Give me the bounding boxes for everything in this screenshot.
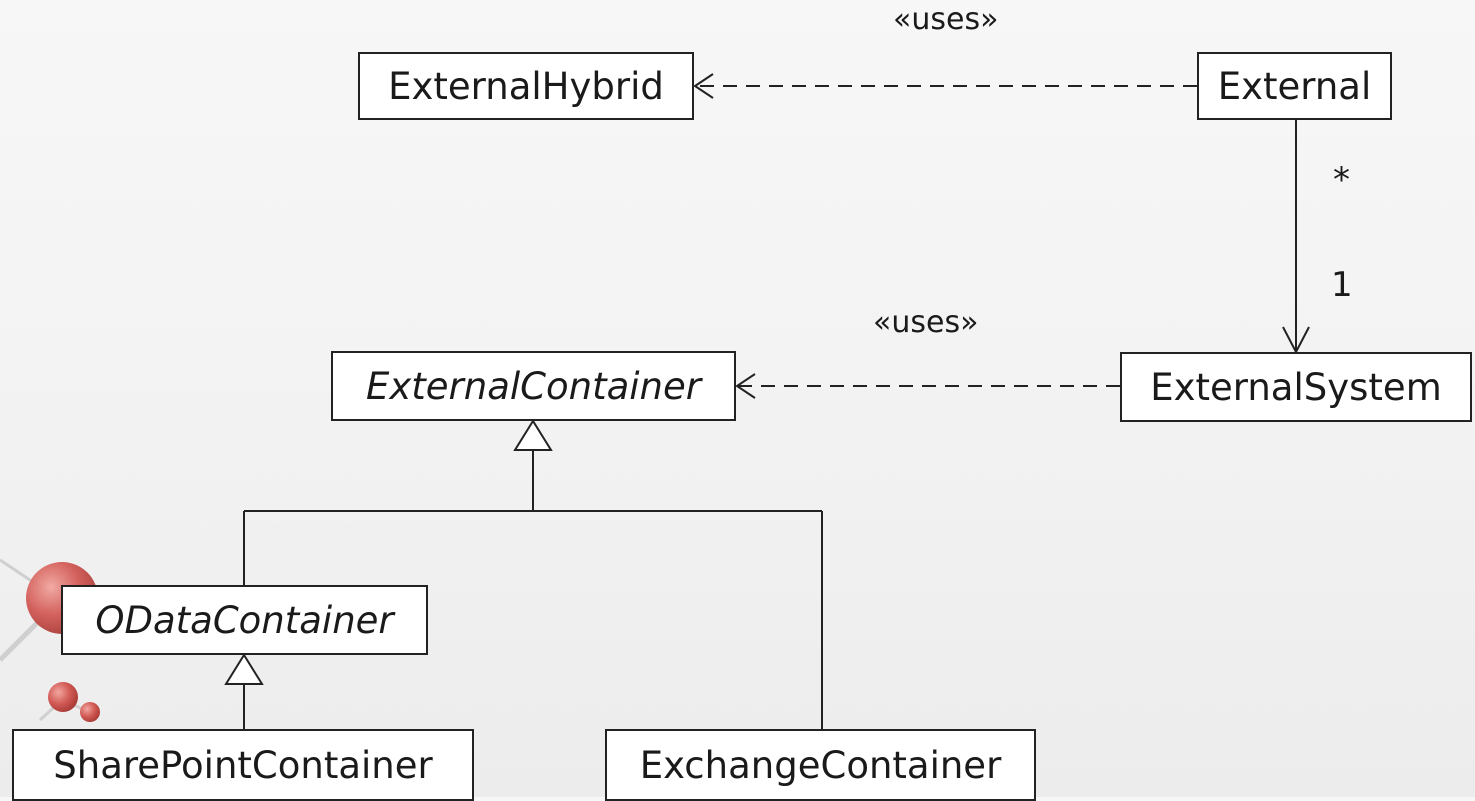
class-box-exchangecontainer: ExchangeContainer (605, 729, 1036, 801)
association-external-to-externalsystem (1282, 120, 1310, 355)
class-box-external: External (1197, 52, 1392, 120)
class-box-sharepointcontainer: SharePointContainer (12, 729, 474, 801)
stereotype-label-uses: «uses» (893, 2, 999, 37)
class-box-externalsystem: ExternalSystem (1120, 352, 1472, 422)
generalization-sharepoint-to-odata (224, 653, 264, 729)
class-box-externalhybrid: ExternalHybrid (358, 52, 694, 120)
dependency-externalsystem-to-externalcontainer (735, 373, 1120, 399)
dependency-external-to-externalhybrid (693, 73, 1197, 99)
class-box-externalcontainer: ExternalContainer (331, 351, 736, 421)
multiplicity-source-label: * (1333, 160, 1350, 200)
generalization-to-externalcontainer (243, 419, 823, 729)
multiplicity-target-label: 1 (1331, 265, 1353, 305)
stereotype-label-uses: «uses» (873, 305, 979, 340)
class-box-odatacontainer: ODataContainer (61, 585, 428, 655)
